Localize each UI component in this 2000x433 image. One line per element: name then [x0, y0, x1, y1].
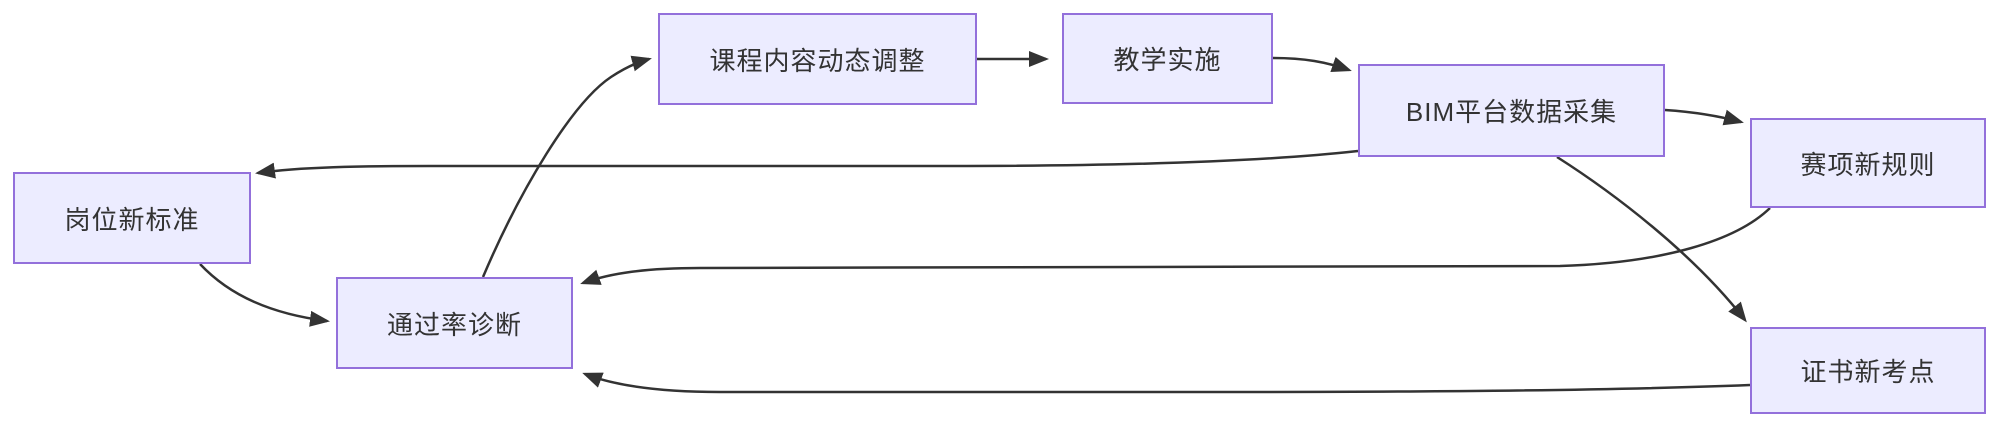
- edge-certificate-points-to-pass-rate-diagnosis: [582, 372, 1751, 394]
- edge-group: [199, 51, 1771, 394]
- node-label-pass-rate-diagnosis: 通过率诊断: [386, 309, 522, 340]
- flow-node-certificate-points: 证书新考点: [1750, 327, 1986, 414]
- edge-bim-data-collection-to-competition-rules: [1664, 108, 1744, 126]
- node-label-competition-rules: 赛项新规则: [1800, 149, 1936, 180]
- flow-node-course-adjustment: 课程内容动态调整: [658, 13, 977, 105]
- node-label-teaching: 教学实施: [1113, 45, 1222, 75]
- edge-job-standard-to-pass-rate-diagnosis: [199, 263, 330, 327]
- flow-node-teaching: 教学实施: [1062, 13, 1273, 104]
- edge-bim-data-collection-to-certificate-points: [1556, 155, 1747, 323]
- node-label-job-standard: 岗位新标准: [64, 204, 200, 235]
- edge-competition-rules-to-pass-rate-diagnosis: [580, 207, 1771, 285]
- node-label-certificate-points: 证书新考点: [1800, 357, 1936, 387]
- edge-pass-rate-diagnosis-to-course-adjustment: [481, 55, 652, 278]
- edge-bim-data-collection-to-job-standard: [255, 149, 1359, 179]
- flow-node-competition-rules: 赛项新规则: [1750, 118, 1986, 208]
- flow-node-bim-data-collection: BIM平台数据采集: [1358, 64, 1665, 157]
- edge-teaching-to-bim-data-collection: [1272, 56, 1352, 72]
- node-label-bim-data-collection: BIM平台数据采集: [1405, 97, 1618, 127]
- flow-node-job-standard: 岗位新标准: [13, 172, 251, 264]
- flow-node-pass-rate-diagnosis: 通过率诊断: [336, 277, 573, 369]
- node-label-course-adjustment: 课程内容动态调整: [709, 45, 926, 76]
